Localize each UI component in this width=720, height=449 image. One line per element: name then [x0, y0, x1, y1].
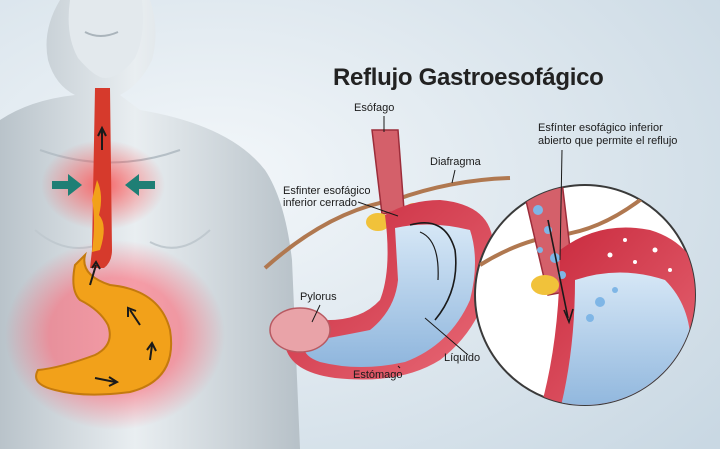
figure-acid-reflux — [92, 180, 104, 252]
arrow-right-icon — [52, 174, 82, 196]
label-diaphragm: Diafragma — [430, 156, 481, 168]
label-esophagus: Esófago — [354, 102, 395, 114]
anatomical-stomach — [263, 129, 511, 380]
label-pylorus: Pylorus — [300, 291, 337, 303]
figure-stomach — [35, 251, 173, 396]
label-closed-sphincter-2: inferior cerrado — [283, 197, 357, 209]
flow-arrow-icon — [89, 125, 157, 387]
label-closed-sphincter-1: Esfinter esofágico — [283, 185, 371, 197]
label-stomach: Estómago — [353, 369, 403, 381]
pylorus — [269, 307, 331, 353]
diagram-title: Reflujo Gastroesofágico — [333, 64, 604, 91]
label-open-sphincter-2: abierto que permite el reflujo — [538, 135, 678, 147]
arrow-left-icon — [125, 174, 155, 196]
label-open-sphincter-1: Esfínter esofágico inferior — [538, 122, 663, 134]
leader-lines — [311, 116, 563, 369]
label-liquid: Líquido — [444, 352, 481, 364]
